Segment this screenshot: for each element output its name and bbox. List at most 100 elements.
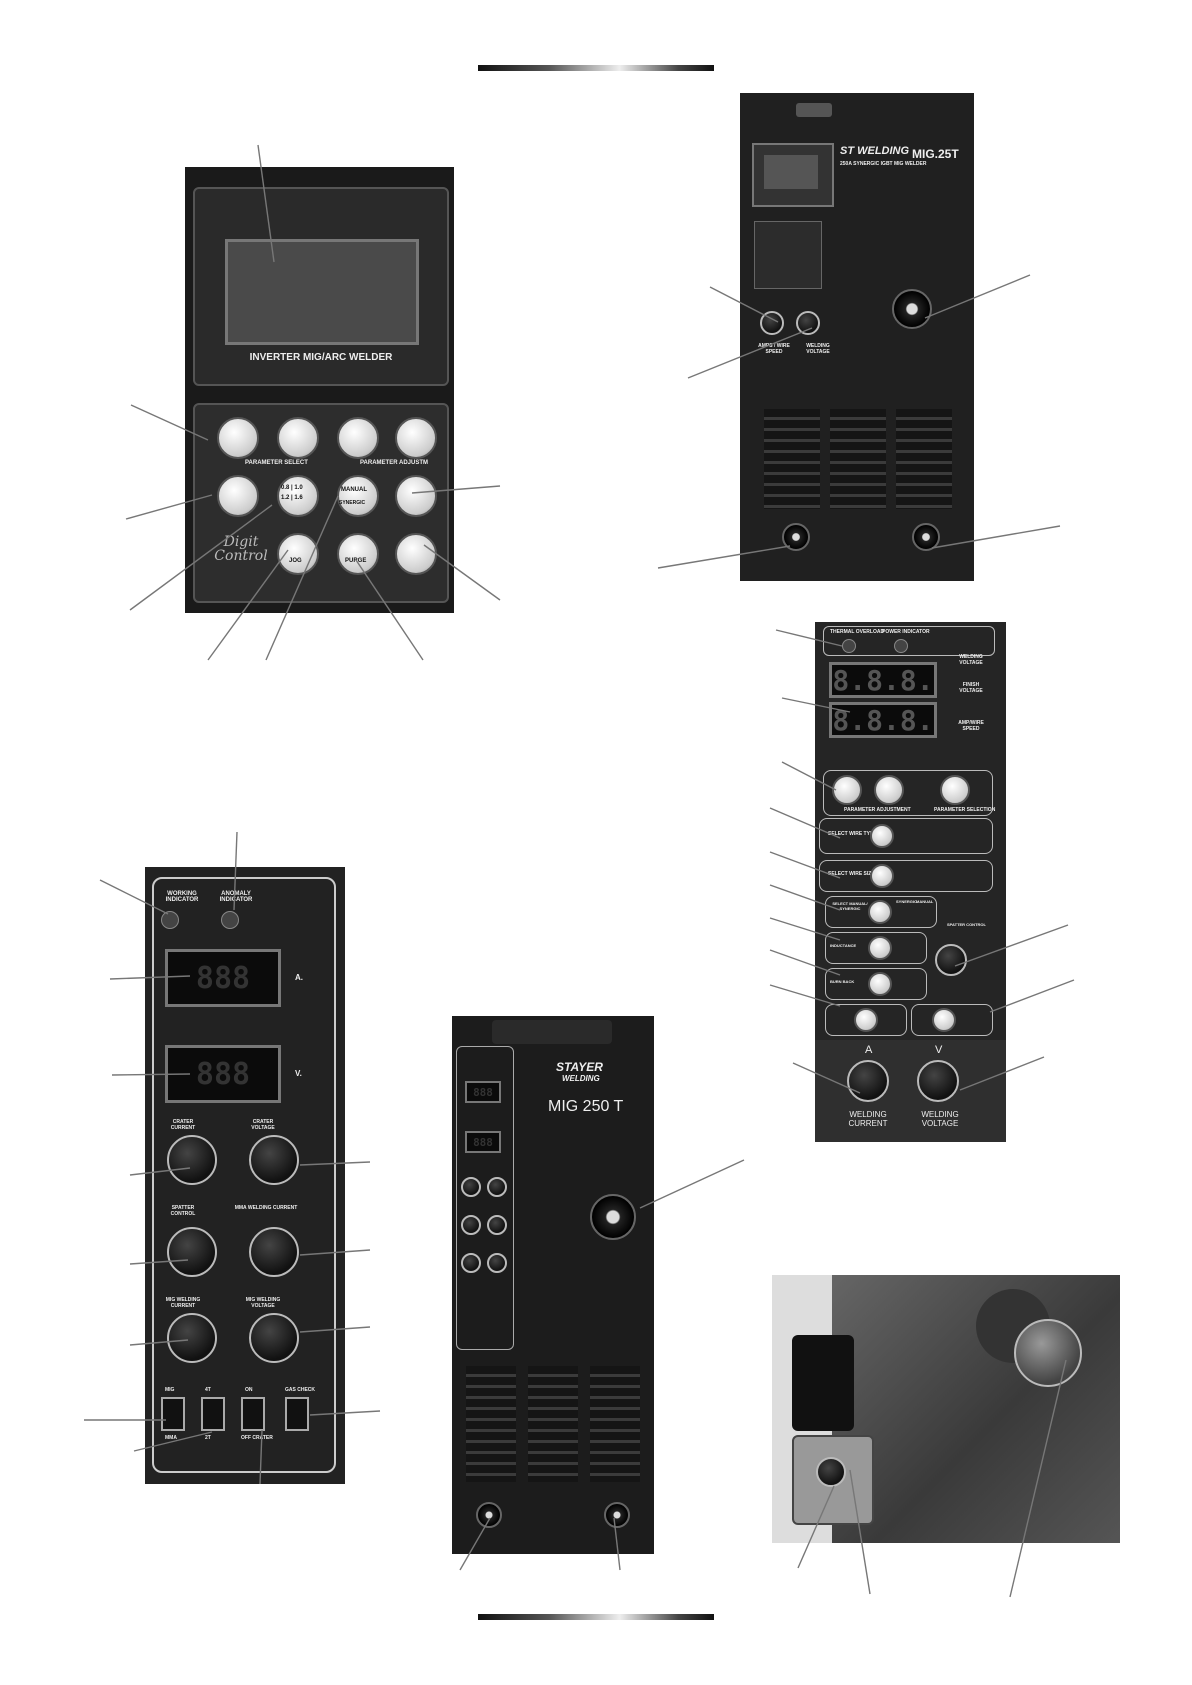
parameter-group: PARAMETER ADJUSTMENT PARAMETER SELECTION [823, 770, 996, 816]
mma-current-knob[interactable] [249, 1227, 299, 1277]
trigger-group-right [911, 1004, 993, 1036]
positive-terminal[interactable] [476, 1502, 502, 1528]
vent-2 [528, 1366, 578, 1482]
trigger-group-left [825, 1004, 907, 1036]
synergic-label: SYNERGIC [896, 899, 917, 904]
digit-control-logo: Digit Control [214, 534, 268, 564]
tension-knob[interactable] [816, 1457, 846, 1487]
mini-knob-5[interactable] [461, 1253, 481, 1273]
2t-4t-switch[interactable] [201, 1397, 225, 1431]
lcd-screen [764, 155, 818, 189]
param-select-up-button[interactable] [217, 417, 259, 459]
mig-mma-switch[interactable] [161, 1397, 185, 1431]
select-manual-label: SELECT MANUAL/ SYNERGIC [832, 901, 868, 911]
minus-button[interactable] [832, 775, 862, 805]
ind-welding-voltage: WELDING VOLTAGE [959, 654, 983, 666]
param-adjust-up-button[interactable] [395, 417, 437, 459]
manual-label: MANUAL [341, 487, 367, 493]
knob2-label: WELDING VOLTAGE [806, 343, 830, 355]
knob1-label: AMPS / WIRE SPEED [758, 343, 790, 355]
crater-voltage-knob[interactable] [249, 1135, 299, 1185]
spatter-control-knob[interactable] [167, 1227, 217, 1277]
display-top: 8.8.8. [829, 662, 937, 698]
mini-knob-3[interactable] [461, 1215, 481, 1235]
purge-button[interactable] [337, 533, 379, 575]
left-control-strip: 888 888 [456, 1046, 514, 1350]
negative-terminal[interactable] [604, 1502, 630, 1528]
panel-synergic-control: THERMAL OVERLOAD POWER INDICATOR 8.8.8. … [815, 622, 1006, 1142]
working-led [161, 911, 179, 929]
param-adjust-label: PARAMETER ADJUSTM [360, 460, 429, 466]
select-manual-button[interactable] [868, 900, 892, 924]
burnback-button[interactable] [868, 972, 892, 996]
spatter-knob[interactable] [935, 944, 967, 976]
manual-synergic-button[interactable] [337, 475, 379, 517]
display-bezel: INVERTER MIG/ARC WELDER [193, 187, 449, 386]
torch-mode-button[interactable] [395, 475, 437, 517]
keypad: PARAMETER SELECT PARAMETER ADJUSTM 0.8 |… [193, 403, 449, 603]
panel-stayer: 888 888 STAYER WELDING MIG 250 T [452, 1016, 654, 1554]
euro-torch-socket[interactable] [590, 1194, 636, 1240]
subtitle: 250A SYNERGIC IGBT MIG WELDER [840, 161, 927, 167]
mini-knob-4[interactable] [487, 1215, 507, 1235]
welding-current-knob[interactable] [847, 1060, 889, 1102]
crater-switch[interactable] [241, 1397, 265, 1431]
wire-size-button[interactable] [277, 475, 319, 517]
spool-holder-cap[interactable] [1014, 1319, 1082, 1387]
sw-on-label: ON [245, 1387, 253, 1393]
display-bottom: 8.8.8. [829, 702, 937, 738]
sw-mma-label: MMA [165, 1435, 177, 1441]
synergic-label: SYNERGIC [339, 500, 366, 506]
trigger-button-left[interactable] [854, 1008, 878, 1032]
mig-current-knob[interactable] [167, 1313, 217, 1363]
welding-voltage-knob[interactable] [796, 311, 820, 335]
inductance-button[interactable] [868, 936, 892, 960]
plus-button[interactable] [874, 775, 904, 805]
positive-terminal[interactable] [912, 523, 940, 551]
display-caption: INVERTER MIG/ARC WELDER [249, 352, 393, 363]
welding-voltage-knob[interactable] [917, 1060, 959, 1102]
knob-a-label: A [865, 1044, 873, 1056]
param-select-down-button[interactable] [277, 417, 319, 459]
trigger-button-right[interactable] [932, 1008, 956, 1032]
select-wire-size-button[interactable] [870, 864, 894, 888]
vent-3 [896, 409, 952, 509]
wire-type-group: SELECT WIRE TYPE [819, 818, 993, 854]
stayer-brand: STAYER [556, 1060, 603, 1074]
torch-socket[interactable] [892, 289, 932, 329]
burnback-group: BURN BACK [825, 968, 927, 1000]
param-select-label: PARAMETER SELECTION [934, 807, 996, 813]
select-wire-type-button[interactable] [870, 824, 894, 848]
spatter-control-label: SPATTER CONTROL [170, 1205, 196, 1217]
welding-voltage-label: WELDING VOLTAGE [921, 1110, 959, 1128]
vent-3 [590, 1366, 640, 1482]
select-wire-type-label: SELECT WIRE TYPE [828, 831, 877, 837]
panel-outline [152, 877, 336, 1473]
manual-label: MANUAL [916, 899, 934, 904]
mini-knob-6[interactable] [487, 1253, 507, 1273]
manual-synergic-group: SELECT MANUAL/ SYNERGIC SYNERGIC MANUAL [825, 896, 937, 928]
mini-knob-1[interactable] [461, 1177, 481, 1197]
knob-v-label: V [935, 1044, 943, 1056]
mig-voltage-knob[interactable] [249, 1313, 299, 1363]
panel-digit-control: INVERTER MIG/ARC WELDER PARAMETER SELECT… [185, 167, 454, 613]
gas-check-switch[interactable] [285, 1397, 309, 1431]
parameter-selection-button[interactable] [940, 775, 970, 805]
thermal-led [842, 639, 856, 653]
crater-current-knob[interactable] [167, 1135, 217, 1185]
mini-knob-2[interactable] [487, 1177, 507, 1197]
handle [492, 1020, 612, 1044]
power-label: POWER INDICATOR [882, 629, 930, 635]
handle [796, 103, 832, 117]
anomaly-led [221, 911, 239, 929]
wire-size-group: SELECT WIRE SIZE [819, 860, 993, 892]
knob-area: A V WELDING CURRENT WELDING VOLTAGE [815, 1040, 1006, 1142]
purge-label: PURGE [345, 558, 367, 564]
unit-v: V. [295, 1069, 302, 1078]
wire-type-button[interactable] [217, 475, 259, 517]
sw-4t-label: 4T [205, 1387, 211, 1393]
param-adjust-down-button[interactable] [337, 417, 379, 459]
bottom-bar [478, 1614, 714, 1620]
lcd-frame [752, 143, 834, 207]
